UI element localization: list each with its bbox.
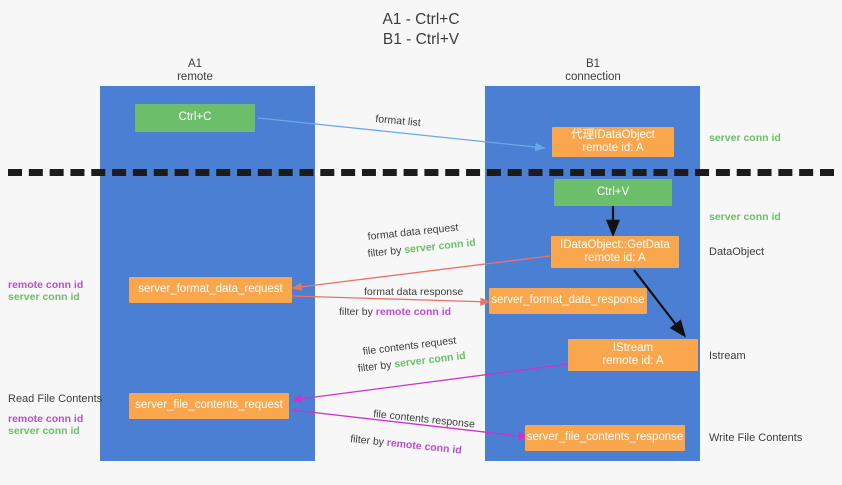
box-idataobject-getdata-line2: remote id: A (584, 252, 646, 264)
box-proxy-idataobject[interactable]: 代理IDataObject remote id: A (552, 127, 674, 157)
column-header-b1-sub: connection (565, 71, 621, 83)
right-label-dataobject: DataObject (709, 246, 765, 258)
remote-conn-id-text-1: remote conn id (375, 306, 452, 318)
column-header-a1-sub: remote (177, 71, 213, 83)
left-label-server-conn-id-2: server conn id (8, 425, 80, 437)
diagram-title-line1: A1 - Ctrl+C (382, 11, 460, 28)
right-label-write-file-contents: Write File Contents (709, 432, 803, 444)
right-label-server-conn-id-mid: server conn id (709, 211, 781, 223)
left-label-read-file-contents: Read File Contents (8, 393, 103, 405)
box-server-format-data-request[interactable]: server_format_data_request (129, 277, 292, 303)
box-proxy-idataobject-line2: remote id: A (582, 142, 644, 154)
column-header-a1-name: A1 (187, 58, 203, 70)
box-idataobject-getdata-line1: IDataObject::GetData (560, 238, 670, 251)
left-label-server-conn-id-1: server conn id (8, 291, 80, 303)
filter-by-text-1: filter by (367, 244, 405, 260)
box-server-file-contents-request[interactable]: server_file_contents_request (129, 393, 289, 419)
phase-divider (8, 169, 834, 176)
edge-label-format-data-response: format data response (364, 286, 464, 298)
right-label-server-conn-id-top: server conn id (709, 132, 781, 144)
server-conn-id-text-1: server conn id (403, 236, 477, 257)
edge-label-filter-by-remote-conn-id-2: filter by remote conn id (350, 432, 463, 458)
filter-by-text-3: filter by (357, 358, 396, 375)
box-server-file-contents-response[interactable]: server_file_contents_response (525, 425, 685, 451)
box-ctrl-v[interactable]: Ctrl+V (554, 179, 672, 206)
right-label-istream: Istream (709, 350, 746, 362)
edge-label-filter-by-remote-conn-id-1: filter by remote conn id (339, 305, 451, 319)
box-proxy-idataobject-line1: 代理IDataObject (571, 128, 655, 141)
column-header-b1-name: B1 (585, 58, 601, 70)
box-ctrl-c[interactable]: Ctrl+C (135, 104, 255, 132)
box-istream[interactable]: IStream remote id: A (568, 339, 698, 371)
edge-label-file-contents-response: file contents response (372, 407, 476, 431)
box-istream-line1: IStream (612, 341, 654, 354)
box-idataobject-getdata[interactable]: IDataObject::GetData remote id: A (551, 236, 679, 268)
remote-conn-id-text-2: remote conn id (386, 436, 463, 457)
edge-label-format-list: format list (374, 112, 422, 130)
box-server-format-data-response[interactable]: server_format_data_response (489, 288, 647, 314)
left-label-remote-conn-id-2: remote conn id (8, 413, 84, 425)
left-label-remote-conn-id-1: remote conn id (8, 279, 84, 291)
filter-by-text-4: filter by (349, 432, 388, 449)
box-istream-line2: remote id: A (602, 355, 664, 367)
filter-by-text-2: filter by (339, 306, 376, 318)
diagram-title-line2: B1 - Ctrl+V (382, 31, 460, 48)
